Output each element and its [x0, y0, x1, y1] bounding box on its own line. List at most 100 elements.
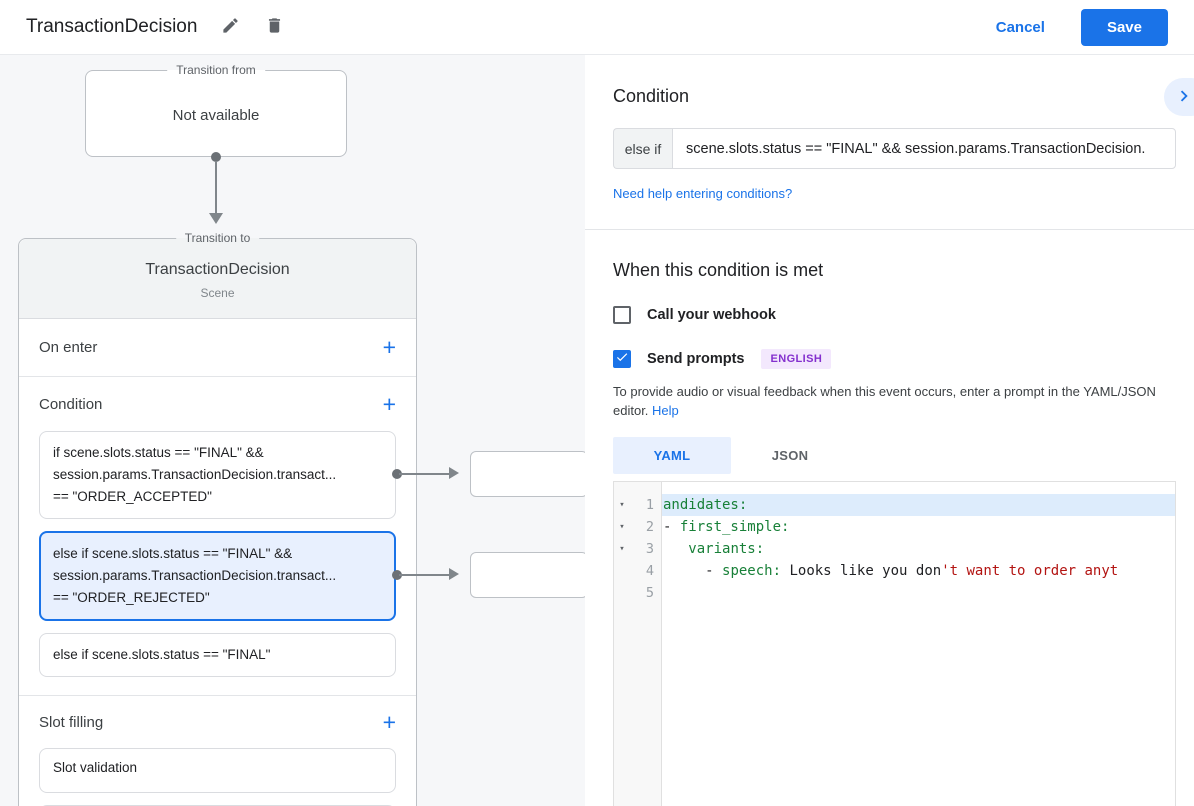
- top-bar: TransactionDecision Cancel Save: [0, 0, 1194, 55]
- fold-arrow-icon[interactable]: ▾: [619, 500, 625, 510]
- code-line[interactable]: - speech: Looks like you don't want to o…: [662, 560, 1175, 582]
- arrow-down-icon: [209, 213, 223, 224]
- condition-port-dot: [392, 570, 402, 580]
- code-token: speech:: [722, 563, 782, 579]
- webhook-row: Call your webhook: [613, 306, 1176, 324]
- call-webhook-label: Call your webhook: [647, 307, 776, 323]
- delete-scene-button[interactable]: [263, 16, 285, 38]
- transition-from-value: Not available: [172, 107, 260, 124]
- arrow-right-icon: [449, 467, 459, 479]
- transition-target-box[interactable]: [470, 451, 585, 497]
- condition-card-accepted[interactable]: if scene.slots.status == "FINAL" && sess…: [39, 431, 396, 519]
- scene-card-header[interactable]: Transition to TransactionDecision Scene: [19, 231, 416, 319]
- transition-from-box[interactable]: Transition from Not available: [85, 63, 347, 157]
- on-enter-label: On enter: [39, 339, 98, 356]
- prompt-helper-text: To provide audio or visual feedback when…: [613, 382, 1176, 420]
- helper-text: To provide audio or visual feedback when…: [613, 384, 1156, 418]
- slot-filling-header: Slot filling +: [39, 696, 396, 748]
- editor-code-area[interactable]: andidates:- first_simple: variants: - sp…: [662, 482, 1175, 806]
- gutter-line: 4: [614, 560, 661, 582]
- help-link[interactable]: Help: [652, 403, 679, 418]
- line-number: 3: [645, 541, 654, 557]
- scene-flow-canvas: Transition from Not available Transition…: [0, 55, 585, 806]
- condition-line: else if scene.slots.status == "FINAL" &&: [53, 546, 293, 561]
- gutter-line: ▾3: [614, 538, 661, 560]
- slot-filling-label: Slot filling: [39, 713, 104, 731]
- call-webhook-checkbox[interactable]: [613, 306, 631, 324]
- condition-line: == "ORDER_REJECTED": [53, 590, 210, 605]
- pencil-icon: [221, 16, 240, 38]
- send-prompts-row: Send prompts ENGLISH: [613, 349, 1176, 369]
- line-number: 4: [645, 563, 654, 579]
- line-number: 2: [645, 519, 654, 535]
- add-on-enter-button[interactable]: +: [382, 334, 396, 360]
- fold-arrow-icon[interactable]: ▾: [619, 544, 625, 554]
- trash-icon: [265, 16, 284, 38]
- panel-title: Condition: [613, 86, 690, 106]
- condition-label: Condition: [39, 395, 103, 413]
- on-enter-section: On enter +: [19, 319, 416, 376]
- arrow-right-icon: [449, 568, 459, 580]
- collapse-panel-button[interactable]: [1164, 78, 1194, 116]
- condition-card-rejected-selected[interactable]: else if scene.slots.status == "FINAL" &&…: [39, 531, 396, 621]
- section-divider: [19, 376, 416, 377]
- edit-title-button[interactable]: [219, 16, 241, 38]
- condition-section-header: Condition +: [39, 377, 396, 431]
- condition-line: session.params.TransactionDecision.trans…: [53, 568, 337, 583]
- code-token: variants:: [688, 541, 765, 557]
- connector-line: [215, 161, 217, 213]
- condition-line: else if scene.slots.status == "FINAL": [53, 647, 271, 662]
- connector-dot: [211, 152, 221, 162]
- line-number: 5: [645, 585, 654, 601]
- add-slot-button[interactable]: +: [382, 708, 396, 735]
- code-token: first_simple:: [679, 519, 790, 535]
- condition-line: session.params.TransactionDecision.trans…: [53, 467, 337, 482]
- code-token: -: [663, 563, 723, 579]
- code-token: 't want to order anyt: [941, 563, 1119, 579]
- transition-target-box[interactable]: [470, 552, 585, 598]
- conditions-help-link[interactable]: Need help entering conditions?: [613, 186, 793, 201]
- condition-port-dot: [392, 469, 402, 479]
- code-token: -: [663, 519, 680, 535]
- tab-yaml[interactable]: YAML: [613, 437, 731, 474]
- fold-arrow-icon[interactable]: ▾: [619, 522, 625, 532]
- code-line[interactable]: [662, 582, 1175, 604]
- line-number: 1: [645, 497, 654, 513]
- send-prompts-checkbox[interactable]: [613, 350, 631, 368]
- condition-line: if scene.slots.status == "FINAL" &&: [53, 445, 264, 460]
- condition-prefix-label: else if: [613, 128, 672, 169]
- transition-from-legend: Transition from: [167, 63, 265, 77]
- add-condition-button[interactable]: +: [382, 390, 396, 417]
- code-line[interactable]: andidates:: [662, 494, 1175, 516]
- condition-editor-panel: Condition else if scene.slots.status == …: [585, 55, 1194, 806]
- send-prompts-label: Send prompts: [647, 351, 745, 367]
- panel-divider: [585, 229, 1194, 230]
- gutter-line: 5: [614, 582, 661, 604]
- connector-line: [399, 473, 449, 475]
- main-area: Transition from Not available Transition…: [0, 55, 1194, 806]
- save-button[interactable]: Save: [1080, 8, 1168, 46]
- scene-card: Transition to TransactionDecision Scene …: [18, 231, 417, 806]
- section-divider: [19, 695, 416, 696]
- page-title: TransactionDecision: [26, 16, 198, 37]
- checkmark-icon: [615, 350, 629, 369]
- slot-validation-card[interactable]: Slot validation: [39, 748, 396, 793]
- code-token: Looks like you don: [781, 563, 942, 579]
- tab-json[interactable]: JSON: [731, 437, 849, 474]
- when-condition-met-title: When this condition is met: [613, 260, 824, 280]
- condition-expression-input[interactable]: scene.slots.status == "FINAL" && session…: [672, 128, 1176, 169]
- slot-filling-section: Slot filling + Slot validation: [19, 696, 416, 806]
- condition-section: Condition + if scene.slots.status == "FI…: [19, 377, 416, 695]
- cancel-button[interactable]: Cancel: [995, 18, 1045, 36]
- gutter-line: ▾2: [614, 516, 661, 538]
- condition-card-final[interactable]: else if scene.slots.status == "FINAL": [39, 633, 396, 677]
- condition-line: == "ORDER_ACCEPTED": [53, 489, 212, 504]
- editor-format-tabs: YAML JSON: [613, 437, 1176, 474]
- code-token: [663, 541, 688, 557]
- code-line[interactable]: - first_simple:: [662, 516, 1175, 538]
- code-line[interactable]: variants:: [662, 538, 1175, 560]
- connector-line: [399, 574, 449, 576]
- scene-name: TransactionDecision: [145, 261, 290, 278]
